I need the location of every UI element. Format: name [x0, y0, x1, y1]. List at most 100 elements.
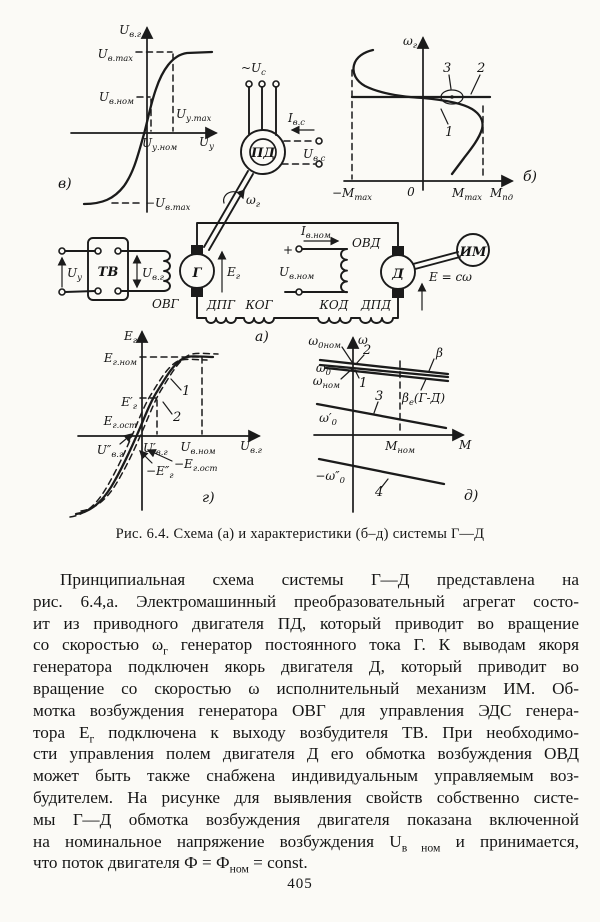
body-line: будителем. На рисунке для выявления свой…: [33, 787, 579, 807]
b-neg-mmax-label: −Мmax: [332, 186, 372, 202]
body-line: мы Г—Д обмотка возбуждения двигателя пок…: [33, 809, 579, 829]
g-y-axis-label: Ег: [123, 329, 138, 345]
b-leader-3: [448, 74, 452, 90]
body-line: мотка возбуждения генератора ОВГ для упр…: [33, 700, 579, 720]
ovd-winding: [340, 248, 348, 294]
pd-exc-terminal: [315, 160, 323, 168]
motor-brush: [392, 246, 404, 255]
v-ymax-label: Uв.max: [98, 47, 134, 63]
pd-machine-label: ПД: [250, 146, 275, 161]
v-y-axis-label: Uв.г: [119, 23, 142, 39]
d-leader-beta: [428, 358, 435, 372]
armature-top-wire: [196, 222, 399, 247]
pd-supply-label: ~Uс: [241, 61, 266, 77]
im-circle: [456, 233, 490, 267]
drive-motor-unit: ~Uс ПД Iв.с Uв.с ωг: [203, 61, 326, 251]
generator-brush: [191, 288, 203, 297]
g-leader-egost: [146, 449, 173, 462]
pd-speed-label: ωг: [246, 193, 261, 209]
b-x-axis-label: Мпд: [489, 186, 513, 202]
d-beta-label: β: [435, 346, 443, 360]
uy-terminal: [58, 288, 66, 296]
uvg-label: Uв.г: [142, 266, 165, 282]
b-operating-point-ellipse: [440, 89, 464, 105]
d-curve2-label: 2: [362, 343, 371, 358]
g-neg-egost-label: −Ег.ост: [174, 457, 217, 473]
d-line-beta-gd: [324, 366, 450, 383]
g-egost-label: Ег.ост: [103, 414, 137, 430]
v-ynom-label: Uв.ном: [99, 90, 134, 106]
g-egnom-label: Ег.ном: [103, 351, 137, 367]
body-line: ит из приводного двигателя ПД, который п…: [33, 613, 579, 633]
d-curve4-label: 4: [374, 485, 383, 500]
body-line: тора Ег подключена к выходу возбудителя …: [33, 722, 579, 746]
ovg-label: ОВГ: [152, 297, 180, 311]
d-line-beta: [318, 363, 450, 379]
d-leader-1: [354, 369, 360, 379]
d-line-2: [318, 358, 450, 376]
d-curve1-label: 1: [359, 376, 367, 391]
motor-shaft: [414, 256, 461, 270]
b-curve1-label: 1: [445, 125, 453, 140]
d-beta-gd-label: βе(Г-Д): [401, 391, 445, 407]
pd-speed-arrow: [222, 189, 245, 204]
body-text: Принципиальная схема системы Г—Д предста…: [33, 569, 579, 876]
eg-label: Ег: [226, 265, 241, 281]
body-line: на номинальное напряжение возбуждения Uв…: [33, 831, 579, 854]
body-line: может быть также снабжена индивидуальным…: [33, 766, 579, 786]
b-y-axis-label: ωг: [403, 34, 418, 50]
pd-exc-terminal: [315, 137, 323, 145]
g-u1-label: U′в.г: [143, 441, 168, 457]
uy-label: Uу: [67, 266, 82, 282]
figure-6-4: Uв.г Uв.max Uв.ном Uу.ном Uу.max Uу −Uв.…: [57, 23, 537, 518]
b-curve-1: [352, 48, 484, 176]
d-leader-beta-gd: [420, 378, 427, 391]
g-curve-dashed-left: [69, 358, 208, 518]
d-leader-4: [380, 478, 389, 489]
g-eg1-label: Е′г: [120, 395, 137, 411]
emf-label: Е = сω: [428, 270, 472, 284]
dpg-label: ДПГ: [206, 298, 236, 312]
g-unom-label: Uв.ном: [180, 440, 215, 456]
pd-voltage-label: Uв.с: [303, 147, 326, 163]
g-leader-1: [170, 378, 182, 391]
body-line: вращение со скоростью ω исполнительный м…: [33, 678, 579, 698]
v-xmax-label: Uу.max: [176, 107, 212, 123]
tv-exciter-box: [87, 237, 129, 301]
g-curve1-label: 1: [182, 384, 190, 399]
generator-brush: [191, 245, 203, 254]
ovd-label: ОВД: [352, 236, 381, 250]
pd-machine-circle: [240, 129, 286, 175]
d-leader-3: [373, 401, 379, 414]
g-leader-u2: [119, 433, 134, 445]
graph-v: Uв.г Uв.max Uв.ном Uу.ном Uу.max Uу −Uв.…: [58, 23, 218, 213]
body-line: генератора подключен якорь двигателя Д, …: [33, 657, 579, 677]
motor-brush: [392, 289, 404, 298]
d-y-axis-label: ω: [358, 333, 368, 347]
v-xnom-label: Uу.ном: [142, 136, 177, 152]
d-w0-1-label: ω′0: [319, 411, 338, 427]
d-leader-2: [355, 354, 365, 365]
pd-current-label: Iв.с: [287, 111, 305, 127]
d-w0-label: ω0: [316, 361, 332, 377]
b-curve3-label: 3: [443, 61, 451, 76]
generator-label: Г: [192, 266, 203, 281]
uvnom-label: Uв.ном: [279, 265, 314, 281]
dpd-label: ДПД: [360, 298, 391, 312]
d-panel-label: д): [464, 488, 478, 504]
body-line: что поток двигателя Ф = Фном = const.: [33, 853, 308, 876]
armature-bottom-wire: [196, 296, 399, 324]
d-mnom-label: Мном: [384, 439, 415, 455]
motor-shaft: [412, 251, 459, 265]
v-s-curve: [82, 50, 214, 206]
b-operating-point: [450, 95, 454, 99]
d-w0nom-label: ω0ном: [308, 334, 341, 350]
b-panel-label: б): [523, 169, 537, 185]
body-line: Принципиальная схема системы Г—Д предста…: [60, 570, 579, 589]
b-curve2-label: 2: [476, 61, 485, 76]
motor-label: Д: [391, 267, 404, 282]
kog-label: КОГ: [244, 298, 273, 312]
b-leader-1: [440, 108, 449, 125]
ovg-winding: [163, 250, 171, 292]
v-x-axis-label: Uу: [199, 135, 214, 151]
